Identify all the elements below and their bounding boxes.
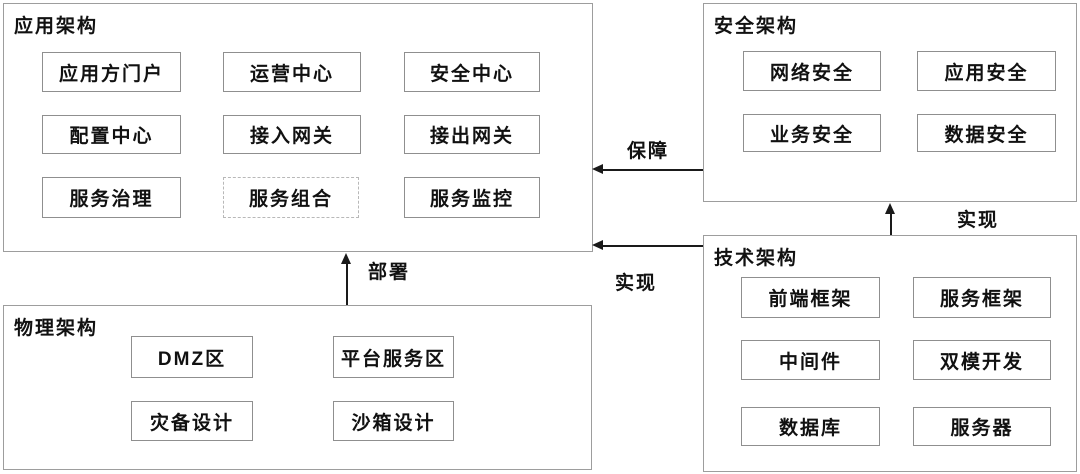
group-security-architecture: 安全架构 网络安全 应用安全 业务安全 数据安全 (703, 3, 1077, 202)
box-label: 数据库 (778, 418, 842, 439)
box-dmz-zone: DMZ区 (131, 336, 253, 378)
box-label: 双模开发 (939, 351, 1024, 373)
box-network-security: 网络安全 (743, 51, 881, 91)
box-disaster-recovery-design: 灾备设计 (131, 401, 253, 441)
box-business-security: 业务安全 (743, 114, 881, 152)
box-platform-service-zone: 平台服务区 (333, 336, 454, 378)
box-label: 业务安全 (769, 124, 854, 146)
arrow-line (602, 169, 703, 171)
box-inbound-gateway: 接入网关 (223, 115, 361, 154)
arrowhead-left-icon (592, 164, 603, 174)
box-security-center: 安全中心 (404, 52, 540, 92)
arrowhead-up-icon (341, 253, 351, 264)
box-config-center: 配置中心 (42, 115, 181, 154)
group-physical-architecture: 物理架构 DMZ区 平台服务区 灾备设计 沙箱设计 (3, 305, 592, 470)
box-label: 服务组合 (248, 189, 333, 210)
arrow-label-realize-lower: 实现 (615, 273, 658, 294)
group-application-architecture: 应用架构 应用方门户 运营中心 安全中心 配置中心 接入网关 接出网关 服务治理… (3, 3, 593, 252)
arrow-line (346, 263, 348, 305)
box-middleware: 中间件 (741, 340, 880, 380)
group-technical-architecture: 技术架构 前端框架 服务框架 中间件 双模开发 数据库 服务器 (703, 235, 1077, 472)
box-dual-mode-development: 双模开发 (913, 340, 1051, 380)
box-label: 服务框架 (939, 289, 1024, 310)
arrowhead-up-icon (885, 203, 895, 214)
box-service-framework: 服务框架 (913, 277, 1051, 318)
box-label: 中间件 (778, 351, 842, 373)
box-frontend-framework: 前端框架 (741, 277, 880, 318)
box-label: DMZ区 (157, 348, 227, 370)
box-sandbox-design: 沙箱设计 (333, 401, 454, 441)
box-service-governance: 服务治理 (42, 177, 181, 218)
group-physical-title: 物理架构 (14, 318, 99, 339)
box-label: 应用方门户 (58, 63, 164, 85)
box-label: 网络安全 (769, 62, 854, 84)
box-label: 应用安全 (944, 62, 1029, 84)
box-database: 数据库 (741, 407, 880, 446)
arrow-label-deploy: 部署 (368, 262, 411, 283)
box-ops-center: 运营中心 (223, 52, 361, 92)
group-application-title: 应用架构 (14, 16, 99, 37)
group-security-title: 安全架构 (714, 16, 799, 37)
box-label: 配置中心 (69, 126, 154, 147)
box-application-security: 应用安全 (917, 51, 1056, 91)
box-label: 服务监控 (429, 189, 514, 210)
box-label: 数据安全 (944, 124, 1029, 146)
arrow-line (890, 213, 892, 235)
box-label: 运营中心 (249, 63, 334, 85)
box-label: 沙箱设计 (351, 412, 436, 434)
box-label: 接出网关 (429, 126, 514, 147)
box-outbound-gateway: 接出网关 (404, 115, 540, 154)
box-app-portal: 应用方门户 (42, 52, 181, 92)
arrow-label-safeguard: 保障 (627, 141, 670, 162)
box-label: 前端框架 (768, 289, 853, 310)
box-label: 服务器 (950, 418, 1014, 439)
box-service-monitoring: 服务监控 (404, 177, 540, 218)
arrow-label-realize-upper: 实现 (957, 210, 1000, 231)
box-data-security: 数据安全 (917, 114, 1056, 152)
arrow-line (602, 245, 703, 247)
arrowhead-left-icon (592, 240, 603, 250)
box-label: 灾备设计 (149, 412, 234, 434)
group-technical-title: 技术架构 (714, 248, 799, 269)
box-server: 服务器 (913, 407, 1051, 446)
box-label: 安全中心 (429, 63, 514, 85)
box-service-composition: 服务组合 (223, 177, 359, 218)
box-label: 平台服务区 (340, 348, 446, 370)
box-label: 接入网关 (249, 126, 334, 147)
box-label: 服务治理 (69, 189, 154, 210)
